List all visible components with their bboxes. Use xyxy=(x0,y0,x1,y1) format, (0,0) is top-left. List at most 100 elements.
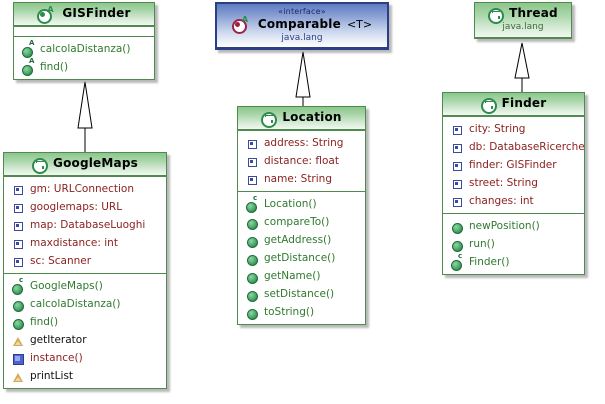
field-icon xyxy=(246,173,259,186)
attribute-row[interactable]: changes: int xyxy=(443,192,584,210)
member-row[interactable]: find() xyxy=(4,313,166,331)
attributes-compartment-location: address: String distance: float name: St… xyxy=(238,130,365,191)
constructor-icon xyxy=(246,195,259,213)
attribute-row[interactable]: sc: Scanner xyxy=(4,252,166,270)
member-label: toString() xyxy=(264,305,315,318)
member-label: compareTo() xyxy=(264,215,330,228)
method-icon xyxy=(246,306,259,320)
member-row[interactable]: Location() xyxy=(238,195,365,213)
member-row[interactable]: getName() xyxy=(238,267,365,285)
class-box-gisfinder[interactable]: A GISFinder calcolaDistanza() find() xyxy=(13,2,155,80)
member-row[interactable]: Finder() xyxy=(443,253,584,271)
triangle-icon xyxy=(12,334,25,347)
member-label: Finder() xyxy=(469,255,510,268)
member-row[interactable]: GoogleMaps() xyxy=(4,277,166,295)
attribute-row[interactable]: city: String xyxy=(443,120,584,138)
member-label: Location() xyxy=(264,197,317,210)
attribute-label: gm: URLConnection xyxy=(30,182,135,195)
attribute-row[interactable]: distance: float xyxy=(238,152,365,170)
attribute-row[interactable]: gm: URLConnection xyxy=(4,180,166,198)
class-box-googlemaps[interactable]: GoogleMaps gm: URLConnection googlemaps:… xyxy=(3,152,167,389)
member-row[interactable]: printList xyxy=(4,367,166,385)
member-label: run() xyxy=(469,237,495,250)
method-icon xyxy=(451,238,464,252)
field-icon xyxy=(12,183,25,196)
package-label: java.lang xyxy=(281,33,323,43)
member-label: calcolaDistanza() xyxy=(30,297,121,310)
field-icon xyxy=(451,195,464,208)
method-icon xyxy=(451,220,464,234)
field-icon xyxy=(451,159,464,172)
method-icon xyxy=(12,298,25,312)
attributes-compartment-googlemaps: gm: URLConnection googlemaps: URL map: D… xyxy=(4,176,166,273)
attribute-row[interactable]: db: DatabaseRicerche xyxy=(443,138,585,156)
member-label: GoogleMaps() xyxy=(30,279,103,292)
member-label: calcolaDistanza() xyxy=(40,42,131,55)
interface-name-comparable: Comparable xyxy=(257,17,341,31)
attribute-row[interactable]: map: DatabaseLuoghi xyxy=(4,216,166,234)
operations-compartment-location: Location() compareTo() getAddress() getD… xyxy=(238,191,365,324)
relation-location-implements-comparable xyxy=(295,51,311,106)
member-label: instance() xyxy=(30,351,83,364)
class-header-finder: Finder xyxy=(443,93,584,116)
package-label: java.lang xyxy=(502,22,544,32)
member-row[interactable]: instance() xyxy=(4,349,166,367)
member-row[interactable]: setDistance() xyxy=(238,285,365,303)
attributes-compartment-finder: city: String db: DatabaseRicerche finder… xyxy=(443,116,585,213)
member-row[interactable]: newPosition() xyxy=(443,217,584,235)
attribute-label: maxdistance: int xyxy=(30,236,118,249)
class-name-finder: Finder xyxy=(501,96,547,110)
class-icon xyxy=(488,7,505,24)
member-label: setDistance() xyxy=(264,287,335,300)
member-row[interactable]: compareTo() xyxy=(238,213,365,231)
member-label: getIterator xyxy=(30,333,87,346)
member-label: find() xyxy=(40,60,69,73)
attribute-label: city: String xyxy=(469,122,526,135)
method-icon xyxy=(12,316,25,330)
attribute-row[interactable]: name: String xyxy=(238,170,365,188)
member-row[interactable]: getAddress() xyxy=(238,231,365,249)
member-row[interactable]: calcolaDistanza() xyxy=(14,40,154,58)
method-icon xyxy=(246,270,259,284)
attribute-label: distance: float xyxy=(264,154,339,167)
class-name-gisfinder: GISFinder xyxy=(62,6,131,20)
triangle-icon xyxy=(12,370,25,383)
interface-icon: A xyxy=(231,16,251,34)
interface-box-comparable[interactable]: «interface» A Comparable <T> java.lang xyxy=(215,2,389,50)
method-icon xyxy=(246,288,259,302)
class-icon xyxy=(261,111,278,128)
member-label: newPosition() xyxy=(469,219,540,232)
abstract-method-icon xyxy=(22,40,35,58)
attribute-label: finder: GISFinder xyxy=(469,158,557,171)
relation-finder-extends-thread xyxy=(514,42,530,92)
abstract-method-icon xyxy=(22,58,35,76)
class-icon xyxy=(480,97,497,114)
relation-googlemaps-extends-gisfinder xyxy=(77,81,93,152)
member-row[interactable]: calcolaDistanza() xyxy=(4,295,166,313)
member-label: getName() xyxy=(264,269,321,282)
stereotype-label: «interface» xyxy=(278,7,326,16)
class-box-location[interactable]: Location address: String distance: float… xyxy=(237,106,366,325)
attribute-row[interactable]: street: String xyxy=(443,174,584,192)
attribute-row[interactable]: maxdistance: int xyxy=(4,234,166,252)
class-name-googlemaps: GoogleMaps xyxy=(53,156,138,170)
member-row[interactable]: find() xyxy=(14,58,154,76)
member-row[interactable]: toString() xyxy=(238,303,365,321)
attribute-row[interactable]: address: String xyxy=(238,134,365,152)
field-icon xyxy=(12,237,25,250)
attribute-row[interactable]: googlemaps: URL xyxy=(4,198,166,216)
attribute-row[interactable]: finder: GISFinder xyxy=(443,156,584,174)
class-name-location: Location xyxy=(282,110,342,124)
member-label: getDistance() xyxy=(264,251,336,264)
class-box-thread[interactable]: Thread java.lang xyxy=(474,2,572,39)
field-icon xyxy=(451,177,464,190)
attribute-label: sc: Scanner xyxy=(30,254,92,267)
field-icon xyxy=(451,141,464,154)
member-row[interactable]: run() xyxy=(443,235,584,253)
field-icon xyxy=(12,219,25,232)
class-box-finder[interactable]: Finder city: String db: DatabaseRicerche… xyxy=(442,92,585,275)
member-row[interactable]: getDistance() xyxy=(238,249,365,267)
method-icon xyxy=(246,234,259,248)
member-row[interactable]: getIterator xyxy=(4,331,166,349)
